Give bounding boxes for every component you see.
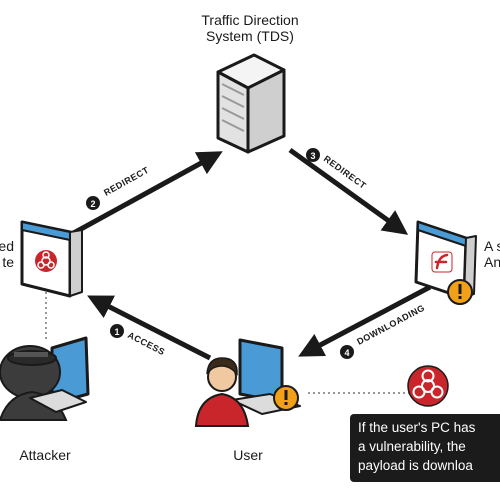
arrow-access-1 [87, 295, 212, 361]
malicious-site-label-line2: An [484, 254, 500, 270]
compromised-site-label-line2: te [2, 254, 14, 270]
vulnerability-callout: If the user's PC has a vulnerability, th… [350, 414, 500, 482]
malicious-site-label-line1: A s [484, 238, 500, 254]
callout-line2: a vulnerability, the [358, 439, 466, 454]
arrow-downloading-4 [298, 284, 432, 357]
tds-title-line1: Traffic Direction [201, 12, 299, 28]
server-icon [216, 53, 286, 154]
user-warning-icon [273, 385, 299, 411]
arrow-redirect-3 [288, 147, 409, 235]
user-label: User [233, 447, 263, 463]
step-4-badge: 4 [340, 345, 354, 359]
step-3-label: REDIRECT [322, 154, 368, 191]
step-1-badge: 1 [110, 324, 124, 338]
malicious-site-window [414, 220, 477, 305]
payload-biohazard-icon [407, 365, 449, 407]
warning-icon [447, 279, 473, 305]
compromised-site-label: ed te [0, 238, 14, 270]
user-icon [194, 338, 301, 427]
compromised-site-window [20, 220, 83, 298]
flash-icon [431, 251, 453, 273]
biohazard-icon [35, 250, 57, 272]
step-4-number: 4 [344, 348, 349, 358]
step-2-badge: 2 [86, 196, 100, 210]
compromised-site-label-line1: ed [0, 238, 14, 254]
step-1-number: 1 [114, 327, 119, 337]
tds-title-line2: System (TDS) [206, 28, 294, 44]
malicious-site-label: A s An [484, 238, 500, 270]
callout-line3: payload is downloa [358, 458, 473, 473]
step-3-number: 3 [310, 151, 315, 161]
tds-title: Traffic Direction System (TDS) [170, 12, 330, 44]
step-2-number: 2 [90, 199, 95, 209]
step-3-badge: 3 [306, 148, 320, 162]
hacker-icon [0, 336, 90, 421]
arrow-redirect-2 [68, 151, 223, 238]
callout-line1: If the user's PC has [358, 420, 476, 435]
attacker-label: Attacker [19, 447, 71, 463]
